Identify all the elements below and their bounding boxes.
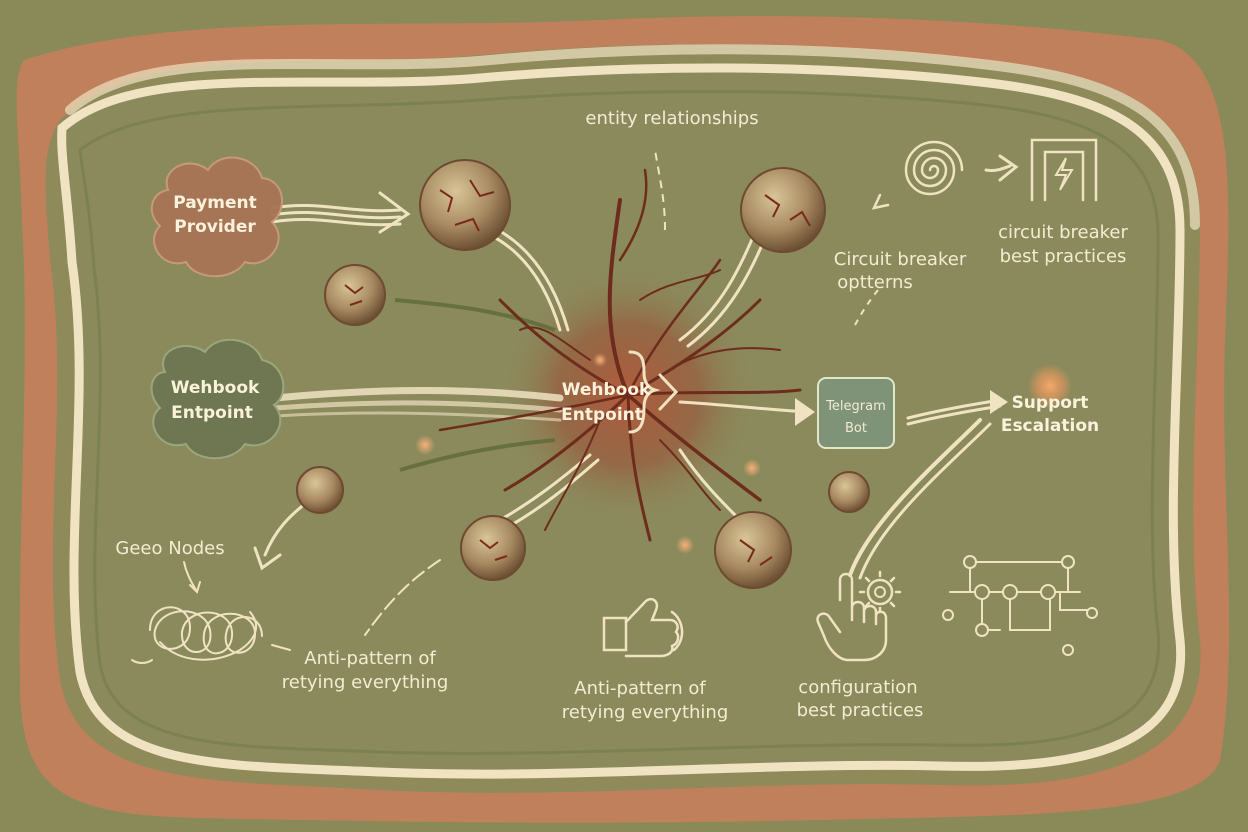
support-glow-icon [1028,364,1072,408]
circuit-network-icon [942,555,1098,656]
glow-sparks [415,353,761,554]
geeo-nodes-label: Geeo Nodes [115,538,224,559]
textured-spheres [296,159,870,589]
webhook-endpoint-left-label-line1: Wehbook [171,378,260,398]
circuit-breaker-patterns-line2: optterns [837,272,913,293]
hand-gear-icon [816,570,902,662]
thumbs-up-icon [602,598,684,658]
root-network [438,168,802,542]
circuit-breaker-best-practices-line2: best practices [1000,246,1127,267]
center-chevron-icon [658,373,679,411]
support-escalation-label-line2: Escalation [1001,416,1099,436]
telegram-bot-label-line2: Bot [845,421,867,436]
entity-relationships-label: entity relationships [585,108,758,129]
payment-provider-label-line1: Payment [173,193,257,213]
configuration-best-practices-line2: best practices [797,700,924,721]
payment-provider-label-line2: Provider [174,217,256,237]
anti-pattern-left-line2: retying everything [282,672,449,693]
spiral-icon [871,140,964,210]
support-escalation-node[interactable]: Support Escalation [1001,364,1099,436]
webhook-endpoint-center-node[interactable]: Wehbook Entpoint [561,380,651,425]
support-escalation-label-line1: Support [1012,393,1089,413]
frame-cream-border [57,63,1186,779]
lightning-box-icon [1030,138,1098,202]
telegram-bot-label-line1: Telegram [825,399,886,414]
webhook-endpoint-center-label-line1: Wehbook [562,380,651,400]
frame-olive-stripe-top [65,44,1200,230]
webhook-endpoint-center-label-line2: Entpoint [561,405,643,425]
arrow-right-icon [984,154,1019,182]
circuit-breaker-patterns-line1: Circuit breaker [834,249,967,270]
anti-pattern-center-line2: retying everything [562,702,729,723]
payment-provider-node[interactable]: Payment Provider [150,156,283,278]
webhook-endpoint-left-node[interactable]: Wehbook Entpoint [150,338,285,460]
center-bracket-icon [628,350,661,434]
webhook-endpoint-left-label-line2: Entpoint [171,403,253,423]
tangle-icon [131,606,263,664]
geeo-nodes-pointer [183,561,197,591]
configuration-best-practices-line1: configuration [798,677,917,698]
telegram-bot-node[interactable]: Telegram Bot [817,377,895,449]
flow-ribbons [253,149,1008,636]
frame-inner-line [78,89,1160,755]
anti-pattern-left-line1: Anti-pattern of [304,648,436,669]
anti-pattern-center-line1: Anti-pattern of [574,678,706,699]
circuit-breaker-best-practices-line1: circuit breaker [998,222,1128,243]
